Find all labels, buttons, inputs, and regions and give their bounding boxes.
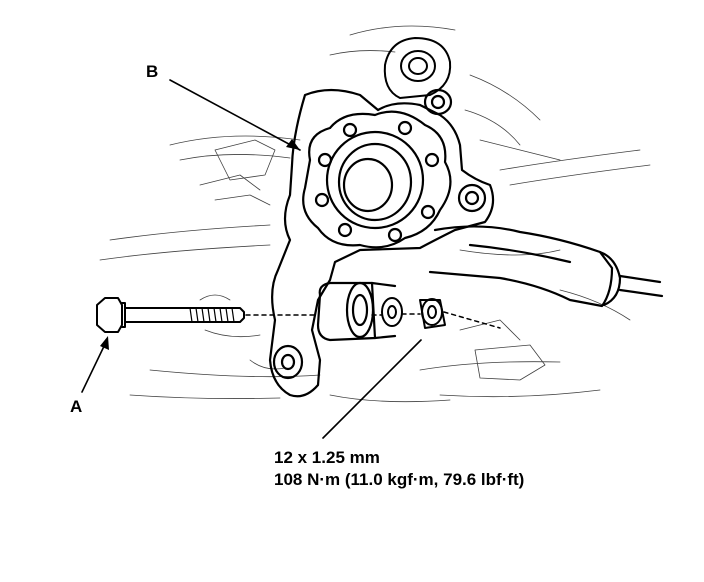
arrowhead-a — [100, 336, 109, 350]
torque-spec: 12 x 1.25 mm 108 N·m (11.0 kgf·m, 79.6 l… — [274, 447, 524, 491]
washer — [381, 297, 403, 327]
hub-flange — [302, 110, 452, 249]
spec-size: 12 x 1.25 mm — [274, 448, 380, 467]
knuckle-body — [268, 88, 495, 398]
arrowheads — [100, 139, 300, 350]
arrowhead-b — [286, 139, 300, 150]
leader-line-spec — [322, 339, 422, 439]
trailing-arm — [428, 225, 664, 308]
lower-bushing — [316, 281, 397, 342]
spec-torque: 108 N·m (11.0 kgf·m, 79.6 lbf·ft) — [274, 470, 525, 489]
leader-line-b — [169, 79, 301, 151]
background-chassis-lines — [99, 25, 651, 403]
alignment-dashes — [245, 311, 501, 329]
bolt — [96, 297, 245, 333]
leader-lines — [81, 79, 422, 439]
leader-line-a — [81, 339, 108, 393]
callout-a: A — [70, 397, 83, 416]
flange-nut — [419, 298, 446, 329]
upper-mount — [383, 37, 452, 99]
callout-b: B — [146, 62, 159, 81]
